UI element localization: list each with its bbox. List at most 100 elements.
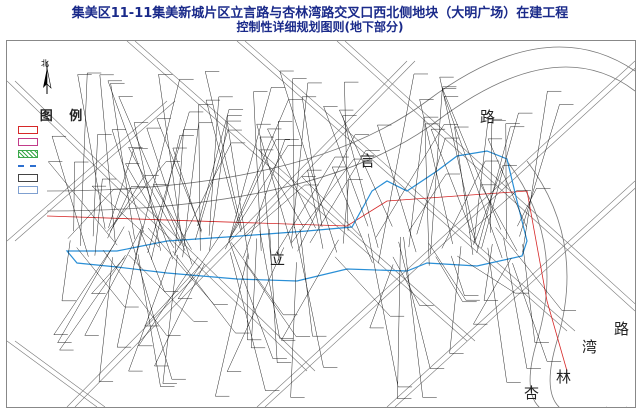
leader-line bbox=[430, 129, 479, 249]
legend-item bbox=[18, 184, 110, 196]
leader-line bbox=[495, 227, 563, 311]
leader-line bbox=[128, 257, 171, 372]
leader-line bbox=[256, 124, 293, 249]
north-label: 北 bbox=[41, 59, 49, 68]
leader-line bbox=[476, 126, 511, 253]
leader-line bbox=[243, 139, 286, 258]
leader-line bbox=[102, 249, 167, 336]
leader-line bbox=[339, 109, 393, 227]
leader-line bbox=[428, 243, 467, 301]
leader-line bbox=[51, 136, 89, 257]
leader-line bbox=[449, 246, 462, 354]
leader-line bbox=[226, 247, 285, 372]
leader-line bbox=[505, 123, 507, 239]
leader-line bbox=[195, 129, 229, 240]
legend-item bbox=[18, 148, 110, 160]
leader-line bbox=[53, 244, 115, 335]
road-label-li: 立 bbox=[270, 250, 286, 268]
leader-line bbox=[198, 104, 201, 251]
road-line bbox=[394, 187, 635, 407]
leader-line bbox=[94, 179, 103, 256]
leader-line bbox=[375, 124, 445, 238]
leader-line bbox=[442, 88, 502, 230]
map-canvas bbox=[7, 41, 635, 407]
legend-swatch bbox=[18, 138, 38, 146]
legend-item bbox=[18, 136, 110, 148]
leader-line bbox=[469, 190, 518, 233]
leader-line bbox=[92, 134, 98, 237]
leader-line bbox=[77, 74, 106, 229]
map-frame bbox=[6, 40, 636, 408]
leader-line bbox=[290, 82, 309, 245]
leader-line bbox=[80, 72, 88, 246]
leader-line bbox=[522, 244, 536, 343]
leader-line bbox=[228, 239, 274, 359]
leader-line bbox=[245, 184, 305, 237]
leader-line bbox=[483, 243, 493, 301]
road-line bbox=[7, 100, 168, 242]
road-line bbox=[126, 41, 468, 342]
leader-line bbox=[91, 257, 125, 294]
leader-line bbox=[512, 262, 548, 362]
road-line bbox=[236, 41, 568, 332]
legend: 图 例 bbox=[18, 105, 110, 196]
leader-line bbox=[487, 138, 527, 227]
leader-line bbox=[473, 257, 512, 325]
leader-line bbox=[490, 120, 493, 233]
legend-swatch bbox=[18, 126, 38, 134]
legend-title: 图 例 bbox=[39, 109, 89, 124]
leader-line bbox=[474, 165, 504, 243]
leader-line bbox=[111, 129, 144, 233]
road-label-yan: 言 bbox=[360, 152, 376, 170]
road-line bbox=[256, 60, 635, 407]
leader-line bbox=[392, 256, 420, 306]
north-arrow-icon bbox=[38, 58, 56, 96]
legend-swatch bbox=[18, 150, 38, 158]
leader-line bbox=[128, 254, 194, 322]
leader-line bbox=[443, 96, 503, 259]
leader-line bbox=[244, 262, 297, 337]
road-curve bbox=[46, 46, 635, 192]
leader-line bbox=[61, 240, 71, 301]
leader-line bbox=[269, 229, 278, 363]
leader-line bbox=[215, 253, 249, 397]
legend-swatch bbox=[18, 186, 38, 194]
leader-line bbox=[128, 147, 182, 246]
leader-line bbox=[205, 100, 242, 233]
legend-item bbox=[18, 160, 110, 172]
leader-line bbox=[430, 86, 443, 255]
leader-line bbox=[309, 150, 366, 243]
leader-line bbox=[267, 128, 316, 229]
leader-line bbox=[116, 229, 142, 348]
leader-line bbox=[416, 137, 446, 235]
leader-line bbox=[73, 162, 75, 232]
leader-line bbox=[278, 121, 280, 261]
leader-line bbox=[259, 137, 272, 265]
leader-line bbox=[208, 96, 220, 236]
leader-line bbox=[377, 124, 417, 253]
road-line bbox=[7, 340, 98, 407]
leader-line bbox=[369, 264, 394, 328]
leader-line bbox=[398, 241, 431, 369]
road-line bbox=[336, 41, 635, 312]
leader-line bbox=[342, 115, 379, 248]
leader-line bbox=[154, 263, 205, 367]
leader-line bbox=[307, 170, 324, 249]
leader-line bbox=[517, 188, 537, 227]
leader-line bbox=[57, 226, 125, 343]
leader-line bbox=[172, 147, 202, 233]
road-curve bbox=[46, 66, 635, 212]
leader-line bbox=[334, 256, 391, 317]
leader-line bbox=[229, 252, 266, 391]
leader-line bbox=[84, 225, 143, 336]
red-line bbox=[46, 190, 568, 372]
leader-line bbox=[457, 255, 516, 294]
legend-item bbox=[18, 124, 110, 136]
leader-line bbox=[162, 254, 178, 384]
leader-line bbox=[76, 247, 125, 308]
leader-line bbox=[110, 83, 135, 240]
leader-line bbox=[408, 117, 425, 248]
leader-line bbox=[297, 134, 356, 252]
leader-line bbox=[133, 79, 180, 265]
leader-line bbox=[146, 128, 193, 265]
